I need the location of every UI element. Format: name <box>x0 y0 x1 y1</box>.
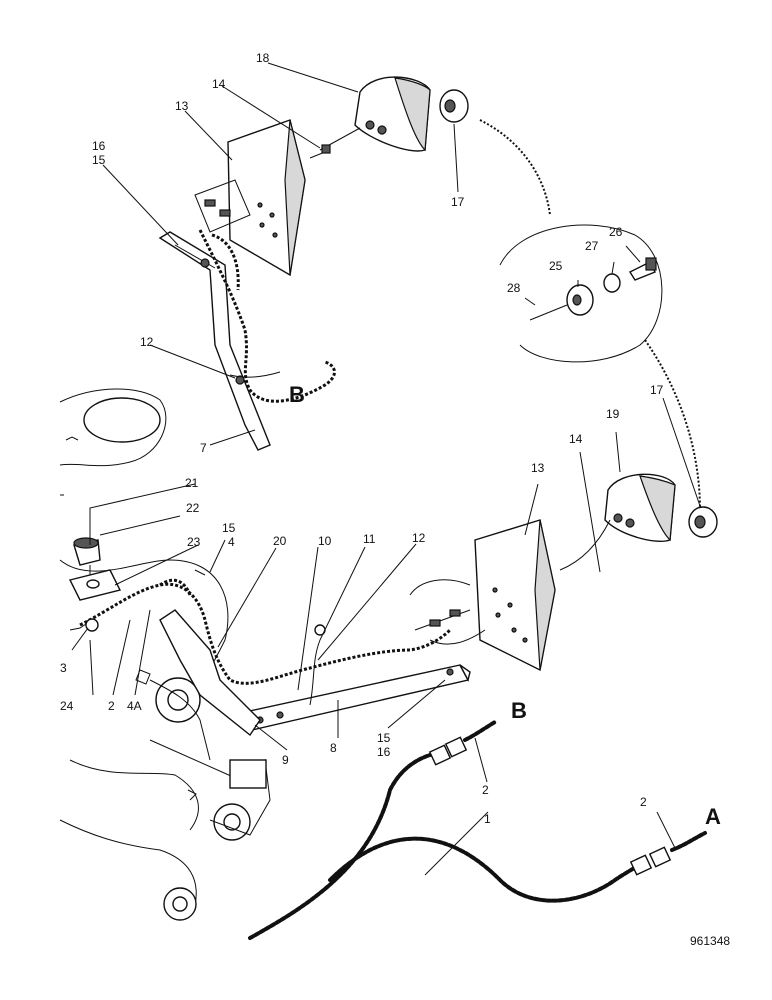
callout-8: 8 <box>330 741 337 755</box>
callout-13-lower: 13 <box>531 461 545 475</box>
callout-10: 10 <box>318 534 332 548</box>
callout-26: 26 <box>609 225 623 239</box>
callout-16-upper: 16 <box>92 139 106 153</box>
callout-20: 20 <box>273 534 287 548</box>
callout-13-upper: 13 <box>175 99 189 113</box>
lower-rear-lamp <box>559 473 676 571</box>
callout-9: 9 <box>282 753 289 767</box>
callout-4A: 4A <box>127 699 142 713</box>
callout-2-left: 2 <box>108 699 115 713</box>
figure-reference-number: 961348 <box>690 934 730 948</box>
callout-21: 21 <box>185 476 199 490</box>
callout-labels: 18 14 13 16 15 17 26 27 25 28 12 B 17 19… <box>60 51 730 948</box>
lower-wiring-harness <box>79 569 452 685</box>
callout-1: 1 <box>484 812 491 826</box>
upper-mounting-bar <box>158 231 271 451</box>
callout-3: 3 <box>60 661 67 675</box>
upper-lamp-bracket <box>194 119 306 277</box>
callout-7: 7 <box>200 441 207 455</box>
callout-14-upper: 14 <box>212 77 226 91</box>
lower-lamp-bracket <box>409 519 556 672</box>
upper-grommet <box>439 89 469 123</box>
callout-25: 25 <box>549 259 563 273</box>
upper-rear-lamp <box>319 76 431 152</box>
detail-inset <box>479 119 701 511</box>
callout-11: 11 <box>363 532 376 546</box>
callout-15-lower: 15 <box>377 731 391 745</box>
callout-22: 22 <box>186 501 200 515</box>
callout-17-upper: 17 <box>451 195 465 209</box>
connector-B-lower: B <box>511 698 527 723</box>
connector-B-upper: B <box>289 382 305 407</box>
callout-27: 27 <box>585 239 599 253</box>
callout-12-upper: 12 <box>140 335 154 349</box>
callout-2-right: 2 <box>640 795 647 809</box>
callout-15-upper: 15 <box>92 153 106 167</box>
callout-12-lower: 12 <box>412 531 426 545</box>
connector-A: A <box>705 804 721 829</box>
upper-bolt <box>309 144 331 159</box>
callout-19: 19 <box>606 407 620 421</box>
lower-arm <box>159 609 261 737</box>
earth-terminal <box>69 618 99 632</box>
loose-wiring-harness <box>248 720 707 940</box>
callout-4: 4 <box>228 535 235 549</box>
callout-2-mid: 2 <box>482 783 489 797</box>
callout-16-lower: 16 <box>377 745 391 759</box>
callout-14-lower: 14 <box>569 432 583 446</box>
callout-28: 28 <box>507 281 521 295</box>
callout-17-lower: 17 <box>650 383 664 397</box>
floor-plate <box>68 569 122 601</box>
callout-23: 23 <box>187 535 201 549</box>
lower-grommet <box>688 506 718 538</box>
leader-lines <box>71 62 701 876</box>
callout-15-mid: 15 <box>222 521 236 535</box>
callout-18: 18 <box>256 51 270 65</box>
upper-wiring-harness <box>198 229 336 403</box>
callout-24: 24 <box>60 699 74 713</box>
chassis-outline <box>59 388 271 921</box>
